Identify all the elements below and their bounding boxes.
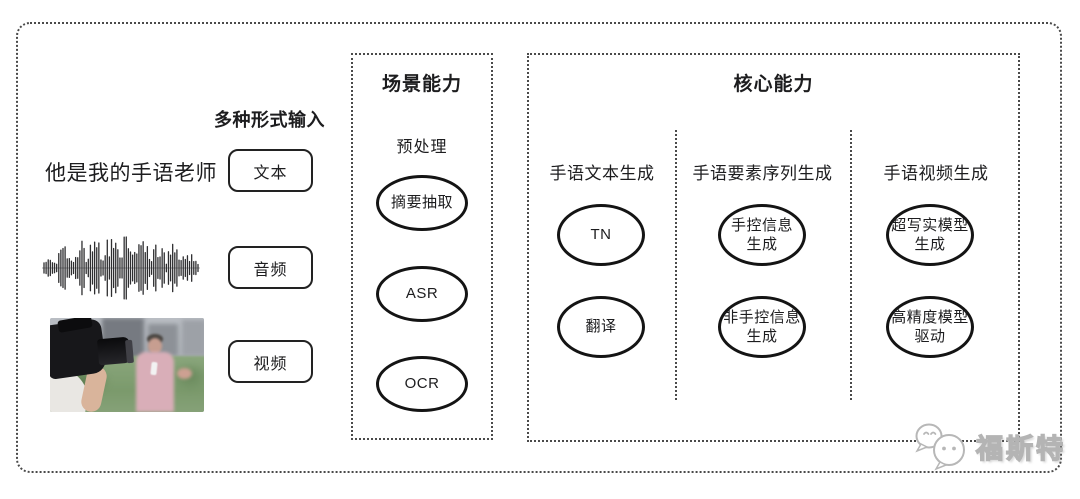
video-thumbnail [50, 318, 204, 412]
scene-capability-box: 场景能力 预处理 摘要抽取 ASR OCR [351, 53, 493, 440]
input-type-video-label: 视频 [253, 355, 288, 373]
node-high-precision-model-driving: 高精度模型 驱动 [886, 296, 974, 358]
photo-building [182, 320, 204, 356]
core-capability-box: 核心能力 手语文本生成 手语要素序列生成 手语视频生成 TN 翻译 手控信息 生… [527, 53, 1020, 442]
chat-bubbles-icon [915, 423, 965, 471]
watermark-text: 福斯特 [975, 433, 1066, 464]
node-ocr: OCR [376, 356, 468, 412]
core-box-title: 核心能力 [733, 74, 814, 95]
input-type-text-box: 文本 [228, 149, 313, 192]
node-non-manual-info-generation: 非手控信息 生成 [718, 296, 806, 358]
column-header-sign-text: 手语文本生成 [549, 164, 655, 183]
column-header-sign-elements: 手语要素序列生成 [692, 164, 833, 183]
photo-reporter-hand [177, 368, 192, 379]
scene-box-title: 场景能力 [381, 74, 462, 95]
text-input-example: 他是我的手语老师 [45, 162, 217, 185]
input-type-audio-box: 音频 [228, 246, 313, 289]
node-hyperrealistic-model-generation: 超写实模型 生成 [886, 204, 974, 266]
watermark: 福斯特 [911, 421, 1066, 471]
photo-reporter-head [148, 338, 162, 354]
column-divider [850, 130, 852, 400]
input-type-audio-label: 音频 [253, 261, 288, 279]
input-section-title: 多种形式输入 [214, 110, 325, 130]
input-type-video-box: 视频 [228, 340, 313, 383]
scene-box-subtitle: 预处理 [396, 139, 448, 156]
input-type-text-label: 文本 [253, 164, 288, 182]
node-manual-info-generation: 手控信息 生成 [718, 204, 806, 266]
photo-reporter-body [136, 352, 174, 412]
node-tn: TN [557, 204, 645, 266]
outer-dashed-border [16, 22, 1062, 473]
column-header-sign-video: 手语视频生成 [883, 164, 989, 183]
column-divider [675, 130, 677, 400]
node-summary-extraction: 摘要抽取 [376, 175, 468, 231]
node-translation: 翻译 [557, 296, 645, 358]
node-asr: ASR [376, 266, 468, 322]
waveform-icon [42, 236, 200, 300]
